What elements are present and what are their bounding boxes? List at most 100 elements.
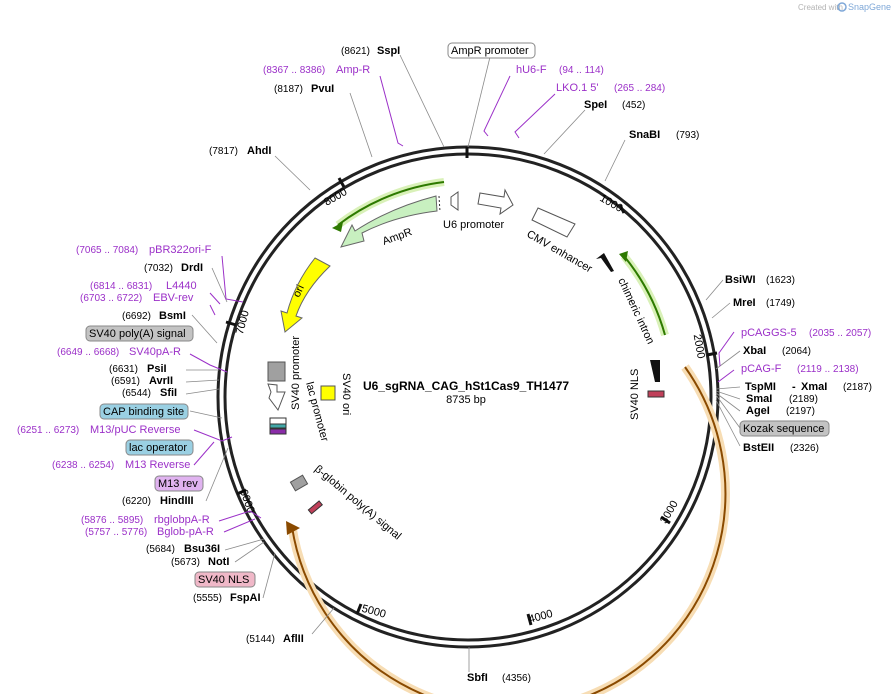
feature-label-chimeric-intron: chimeric intron <box>615 276 656 346</box>
svg-text:PvuI: PvuI <box>311 83 334 95</box>
cut-site-pvui: (8187) PvuI <box>274 83 334 95</box>
cut-site-hindiii: (6220) HindIII <box>122 495 194 507</box>
svg-text:(2197): (2197) <box>786 406 815 417</box>
feature-label-ori: ori <box>291 283 307 299</box>
cut-site-noti: (5673) NotI <box>171 556 229 568</box>
lac-promoter-feature <box>269 417 287 425</box>
boxed-label-lac-operator: lac operator <box>125 439 194 456</box>
svg-text:hU6-F: hU6-F <box>516 64 547 76</box>
svg-text:FspAI: FspAI <box>230 592 261 604</box>
svg-text:(2119 .. 2138): (2119 .. 2138) <box>797 364 859 375</box>
svg-text:SV40 poly(A) signal: SV40 poly(A) signal <box>89 328 186 340</box>
cut-site-bsu36i: (5684) Bsu36I <box>146 543 220 555</box>
plasmid-name: U6_sgRNA_CAG_hSt1Cas9_TH1477 <box>363 379 569 393</box>
svg-text:SmaI: SmaI <box>746 393 772 405</box>
svg-text:SpeI: SpeI <box>584 99 607 111</box>
tick-mark <box>660 515 671 525</box>
u6-promoter-arrow <box>477 188 514 216</box>
svg-text:(5555): (5555) <box>193 593 222 604</box>
ampr-feature <box>340 195 438 248</box>
boxed-label-sv40-nls: SV40 NLS <box>194 571 256 588</box>
svg-text:(8621): (8621) <box>341 46 370 57</box>
sv40-nls-box <box>647 390 665 398</box>
svg-text:HindIII: HindIII <box>160 495 194 507</box>
primer-pcag-f: pCAG-F (2119 .. 2138) <box>741 363 859 375</box>
svg-text:(8367 .. 8386): (8367 .. 8386) <box>263 65 325 76</box>
plasmid-length: 8735 bp <box>446 394 486 406</box>
tick-label: 4000 <box>527 608 554 626</box>
primer-m13-puc-reverse: (6251 .. 6273) M13/pUC Reverse <box>17 424 180 436</box>
svg-text:lac operator: lac operator <box>129 442 187 454</box>
credit-brand: SnapGene <box>848 2 891 12</box>
feature-label-sv40-ori: SV40 ori <box>340 373 352 415</box>
svg-text:(5876 .. 5895): (5876 .. 5895) <box>81 515 143 526</box>
primer-leader-lines <box>189 75 735 533</box>
tick-mark <box>526 613 533 626</box>
svg-text:M13 Reverse: M13 Reverse <box>125 459 190 471</box>
cut-site-ahdi: (7817) AhdI <box>209 145 271 157</box>
cut-site-snabi: SnaBI (793) <box>629 129 699 141</box>
svg-text:(2189): (2189) <box>789 394 818 405</box>
primer-m13-reverse: (6238 .. 6254) M13 Reverse <box>52 459 190 471</box>
chimeric-orf-arrow <box>623 255 666 336</box>
primer-pbr322ori-f: (7065 .. 7084) pBR322ori-F <box>76 244 212 256</box>
cut-site-xbai: XbaI (2064) <box>743 345 811 357</box>
svg-text:-: - <box>792 381 796 393</box>
svg-text:(793): (793) <box>676 130 699 141</box>
svg-text:M13/pUC Reverse: M13/pUC Reverse <box>90 424 180 436</box>
svg-text:MreI: MreI <box>733 297 756 309</box>
svg-text:DrdI: DrdI <box>181 262 203 274</box>
svg-text:(5684): (5684) <box>146 544 175 555</box>
svg-text:(6251 .. 6273): (6251 .. 6273) <box>17 425 79 436</box>
sv40-nls-feature <box>650 360 660 382</box>
cut-site-bsmi: (6692) BsmI <box>122 310 186 322</box>
svg-text:NotI: NotI <box>208 556 229 568</box>
tick-mark <box>225 320 237 327</box>
svg-text:(5673): (5673) <box>171 557 200 568</box>
snapgene-logo-icon <box>837 2 847 12</box>
cut-site-aflii: (5144) AflII <box>246 633 304 645</box>
feature-label-globin-polya: β-globin poly(A) signal <box>312 463 403 542</box>
primer-ebv-rev: (6703 .. 6722) EBV-rev <box>80 292 194 304</box>
primer-pcaggs-5: pCAGGS-5 (2035 .. 2057) <box>741 327 871 339</box>
feature-label-sv40-promoter: SV40 promoter <box>290 336 302 410</box>
svg-text:AvrII: AvrII <box>149 375 173 387</box>
boxed-label-cap-binding-site: CAP binding site <box>99 403 189 420</box>
svg-text:SnaBI: SnaBI <box>629 129 660 141</box>
sv40-promoter-feature <box>267 361 286 382</box>
tick-label: 2000 <box>691 333 707 359</box>
svg-text:(7065 .. 7084): (7065 .. 7084) <box>76 245 138 256</box>
cut-site-tspmi-xmai: TspMI - XmaI (2187) <box>745 381 872 393</box>
svg-text:AmpR promoter: AmpR promoter <box>451 45 529 57</box>
primer-l4440: (6814 .. 6831) L4440 <box>90 280 197 292</box>
tick-mark <box>706 351 718 357</box>
svg-text:SV40pA-R: SV40pA-R <box>129 346 181 358</box>
sv40-nls-lower-feature <box>307 500 323 515</box>
svg-text:XmaI: XmaI <box>801 381 827 393</box>
ampr-orf-arrowhead <box>332 222 343 232</box>
svg-text:BsiWI: BsiWI <box>725 274 756 286</box>
svg-text:pBR322ori-F: pBR322ori-F <box>149 244 212 256</box>
svg-text:rbglobpA-R: rbglobpA-R <box>154 514 210 526</box>
svg-text:(8187): (8187) <box>274 84 303 95</box>
svg-text:CAP binding site: CAP binding site <box>103 406 184 418</box>
svg-text:PsiI: PsiI <box>147 363 167 375</box>
svg-text:(2035 .. 2057): (2035 .. 2057) <box>809 328 871 339</box>
tick-mark <box>236 488 247 496</box>
cut-site-agei: AgeI (2197) <box>746 405 815 417</box>
primer-bglob-pa-r: (5757 .. 5776) Bglob-pA-R <box>85 526 214 538</box>
svg-text:M13 rev: M13 rev <box>158 478 198 490</box>
svg-text:(7817): (7817) <box>209 146 238 157</box>
svg-text:SbfI: SbfI <box>467 672 488 684</box>
boxed-label-ampr-promoter: AmpR promoter <box>447 42 536 59</box>
svg-text:Kozak sequence: Kozak sequence <box>743 423 824 435</box>
svg-text:(6692): (6692) <box>122 311 151 322</box>
cut-site-avrii: (6591) AvrII <box>111 375 173 387</box>
svg-text:EBV-rev: EBV-rev <box>153 292 194 304</box>
svg-text:(6649 .. 6668): (6649 .. 6668) <box>57 347 119 358</box>
globin-polya-feature <box>289 474 309 492</box>
boxed-label-m13-rev: M13 rev <box>154 475 204 492</box>
svg-text:SspI: SspI <box>377 45 400 57</box>
feature-label-cmv-enhancer: CMV enhancer <box>525 228 595 275</box>
